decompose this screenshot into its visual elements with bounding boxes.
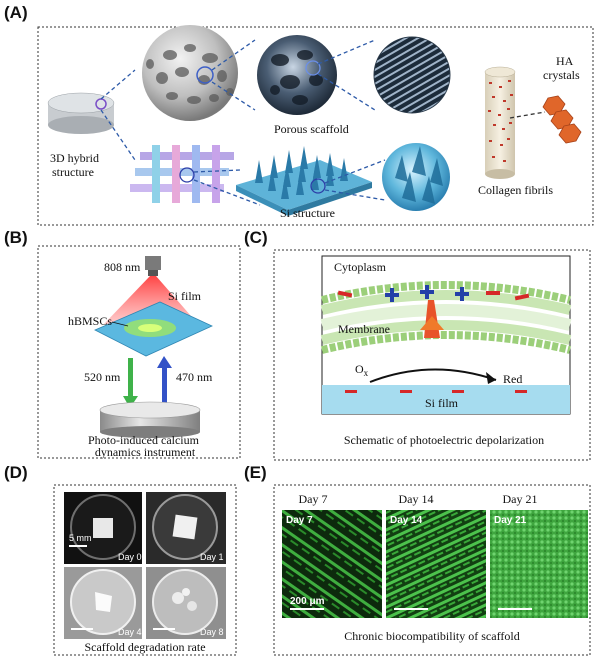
si-plate xyxy=(236,146,372,216)
dish-day1 xyxy=(146,492,226,564)
charge-transfer xyxy=(420,300,444,338)
panel-e-label: (E) xyxy=(244,463,267,482)
dish-day0 xyxy=(64,492,142,564)
panel-e-frame xyxy=(273,484,591,656)
connector-grid-b xyxy=(193,179,261,206)
panel-c-frame xyxy=(273,249,591,461)
porous-sphere xyxy=(142,25,238,121)
ha-crystals xyxy=(542,95,582,144)
header-day14: Day 14 xyxy=(399,492,434,506)
si-film-b-label: Si film xyxy=(168,289,202,303)
panel-b-caption: Photo-induced calcium dynamics instrumen… xyxy=(88,433,202,459)
si-film-c xyxy=(322,385,570,414)
tag-day21: Day 21 xyxy=(494,515,527,526)
connector-si-a xyxy=(324,159,386,184)
scale-200um: 200 μm xyxy=(290,596,325,607)
panel-c-caption: Schematic of photoelectric depolarizatio… xyxy=(344,433,544,447)
ha-label: HA crystals xyxy=(543,54,580,82)
laser-label: 808 nm xyxy=(104,260,141,274)
redox-arrowhead xyxy=(486,372,496,384)
dish-day8 xyxy=(146,567,226,639)
porous-label: Porous scaffold xyxy=(274,122,349,136)
negative-charges xyxy=(337,290,530,301)
si-film-b xyxy=(94,301,213,357)
day-label-1: Day 1 xyxy=(200,552,224,562)
emission-arrows xyxy=(123,356,172,408)
cells-label: hBMSCs xyxy=(68,314,112,328)
si-structure-label: Si structure xyxy=(280,206,335,220)
porous-zoom xyxy=(257,35,337,115)
header-day21: Day 21 xyxy=(503,492,538,506)
cells-pointer xyxy=(111,321,129,327)
panel-a-label: (A) xyxy=(4,3,28,22)
connector-zoom2a xyxy=(317,39,376,65)
collagen-label: Collagen fibrils xyxy=(478,183,553,197)
connector-ha xyxy=(509,111,546,119)
panel-b-frame xyxy=(37,245,241,459)
membrane-label: Membrane xyxy=(338,322,390,336)
wavelength-520: 520 nm xyxy=(84,370,121,384)
scalebar-e1 xyxy=(290,608,324,610)
ox-label: Ox xyxy=(355,362,369,378)
si-zoom xyxy=(382,143,450,211)
micrograph-day21 xyxy=(490,510,588,618)
scalebar-e3 xyxy=(498,608,532,610)
panel-c-label: (C) xyxy=(244,228,268,247)
scale-5mm: 5 mm xyxy=(69,533,92,543)
connector-upper xyxy=(100,69,136,100)
instrument-cylinder xyxy=(99,401,201,438)
panel-a-frame xyxy=(37,26,594,226)
day-label-8: Day 8 xyxy=(200,627,224,637)
wavelength-470: 470 nm xyxy=(176,370,213,384)
day-label-4: Day 4 xyxy=(118,627,142,637)
cytoplasm-label: Cytoplasm xyxy=(334,260,387,274)
collagen-column xyxy=(484,66,516,179)
membrane-bilayer xyxy=(320,281,572,354)
connector-zoom2b xyxy=(317,73,376,111)
panel-b-label: (B) xyxy=(4,228,28,247)
red-label: Red xyxy=(503,372,522,386)
day-label-0: Day 0 xyxy=(118,552,142,562)
panel-e-caption: Chronic biocompatibility of scaffold xyxy=(344,629,519,643)
connector-zoom1a xyxy=(211,39,256,71)
connector-si-b xyxy=(324,189,386,201)
laser-source xyxy=(145,256,161,276)
micrograph-day14 xyxy=(386,510,486,618)
header-day7: Day 7 xyxy=(299,492,328,506)
hybrid-disk xyxy=(47,92,115,134)
connector-grid-a xyxy=(193,169,241,173)
scalebar-e2 xyxy=(394,608,428,610)
hybrid-label: 3D hybrid structure xyxy=(50,151,102,179)
grid-structure xyxy=(130,145,234,203)
redox-arrow xyxy=(369,368,497,383)
panel-d-label: (D) xyxy=(4,463,28,482)
si-film-c-label: Si film xyxy=(425,396,459,410)
panel-d-caption: Scaffold degradation rate xyxy=(84,640,205,654)
connector-zoom1b xyxy=(211,81,256,111)
film-negative-charges xyxy=(345,390,527,393)
connector-lower xyxy=(100,109,136,161)
tag-day7: Day 7 xyxy=(286,515,313,526)
tag-day14: Day 14 xyxy=(390,515,423,526)
fiber-zoom xyxy=(373,36,451,114)
micrograph-day7 xyxy=(282,510,382,618)
dish-day4 xyxy=(64,567,142,639)
positive-charges xyxy=(385,285,469,302)
